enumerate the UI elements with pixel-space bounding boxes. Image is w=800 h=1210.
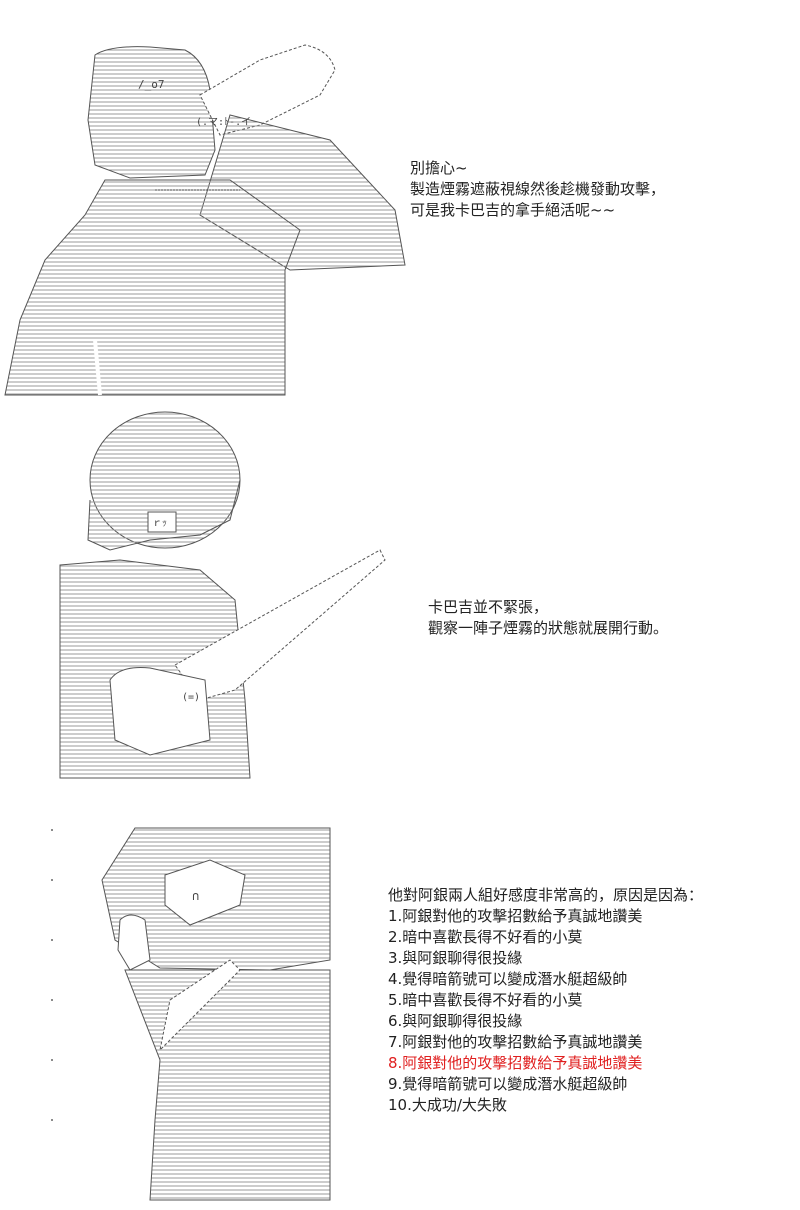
reason-item: 7.阿銀對他的攻擊招數給予真誠地讚美 xyxy=(388,1033,643,1051)
panel-1: /_o7 (.マ:ﾄ-.イ 別擔心~ 製造煙霧遮蔽視線然後趁機發動攻擊， 可是我… xyxy=(0,0,800,400)
panel-3-ascii-art: ∩ xyxy=(51,827,331,1201)
reason-item: 4.覺得暗箭號可以變成潛水艇超級帥 xyxy=(388,970,628,988)
reason-item: 6.與阿銀聊得很投緣 xyxy=(388,1012,523,1030)
reason-item: 3.與阿銀聊得很投緣 xyxy=(388,949,523,967)
reason-item: 9.覺得暗箭號可以變成潛水艇超級帥 xyxy=(388,1075,628,1093)
dialogue-line: 製造煙霧遮蔽視線然後趁機發動攻擊， xyxy=(410,180,666,198)
svg-text:∩: ∩ xyxy=(192,889,199,903)
panel-2-ascii-art: ｒｯ (=) xyxy=(59,411,386,779)
reason-item: 10.大成功/大失敗 xyxy=(388,1096,507,1114)
panel-2-dialogue: 卡巴吉並不緊張， 觀察一陣子煙霧的狀態就展開行動。 xyxy=(428,597,668,639)
reasons-intro: 他對阿銀兩人組好感度非常高的，原因是因為： xyxy=(388,886,704,904)
svg-text:/_o7: /_o7 xyxy=(138,78,165,91)
reason-item: 2.暗中喜歡長得不好看的小莫 xyxy=(388,928,583,946)
panel-3-reasons: 他對阿銀兩人組好感度非常高的，原因是因為： 1.阿銀對他的攻擊招數給予真誠地讚美… xyxy=(388,885,703,1116)
reason-item-highlighted: 8.阿銀對他的攻擊招數給予真誠地讚美 xyxy=(388,1054,643,1072)
panel-1-ascii-art: /_o7 (.マ:ﾄ-.イ xyxy=(4,44,406,396)
svg-text:(.マ:ﾄ-.イ: (.マ:ﾄ-.イ xyxy=(196,117,251,128)
dialogue-line: 別擔心~ xyxy=(410,159,468,177)
reason-item: 1.阿銀對他的攻擊招數給予真誠地讚美 xyxy=(388,907,643,925)
dialogue-line: 卡巴吉並不緊張， xyxy=(428,598,549,616)
dialogue-line: 可是我卡巴吉的拿手絕活呢~~ xyxy=(410,201,616,219)
svg-text:(=): (=) xyxy=(182,692,200,703)
dialogue-line: 觀察一陣子煙霧的狀態就展開行動。 xyxy=(428,619,669,637)
panel-3: ∩ 他對阿銀兩人組好感度非常高的，原因是因為： 1.阿銀對他的攻擊招數給予真誠地… xyxy=(0,800,800,1201)
reason-item: 5.暗中喜歡長得不好看的小莫 xyxy=(388,991,583,1009)
panel-1-dialogue: 別擔心~ 製造煙霧遮蔽視線然後趁機發動攻擊， 可是我卡巴吉的拿手絕活呢~~ xyxy=(410,158,665,221)
svg-text:ｒｯ: ｒｯ xyxy=(152,518,167,529)
panel-2: ｒｯ (=) 卡巴吉並不緊張， 觀察一陣子煙霧的狀態就展開行動。 xyxy=(0,400,800,790)
